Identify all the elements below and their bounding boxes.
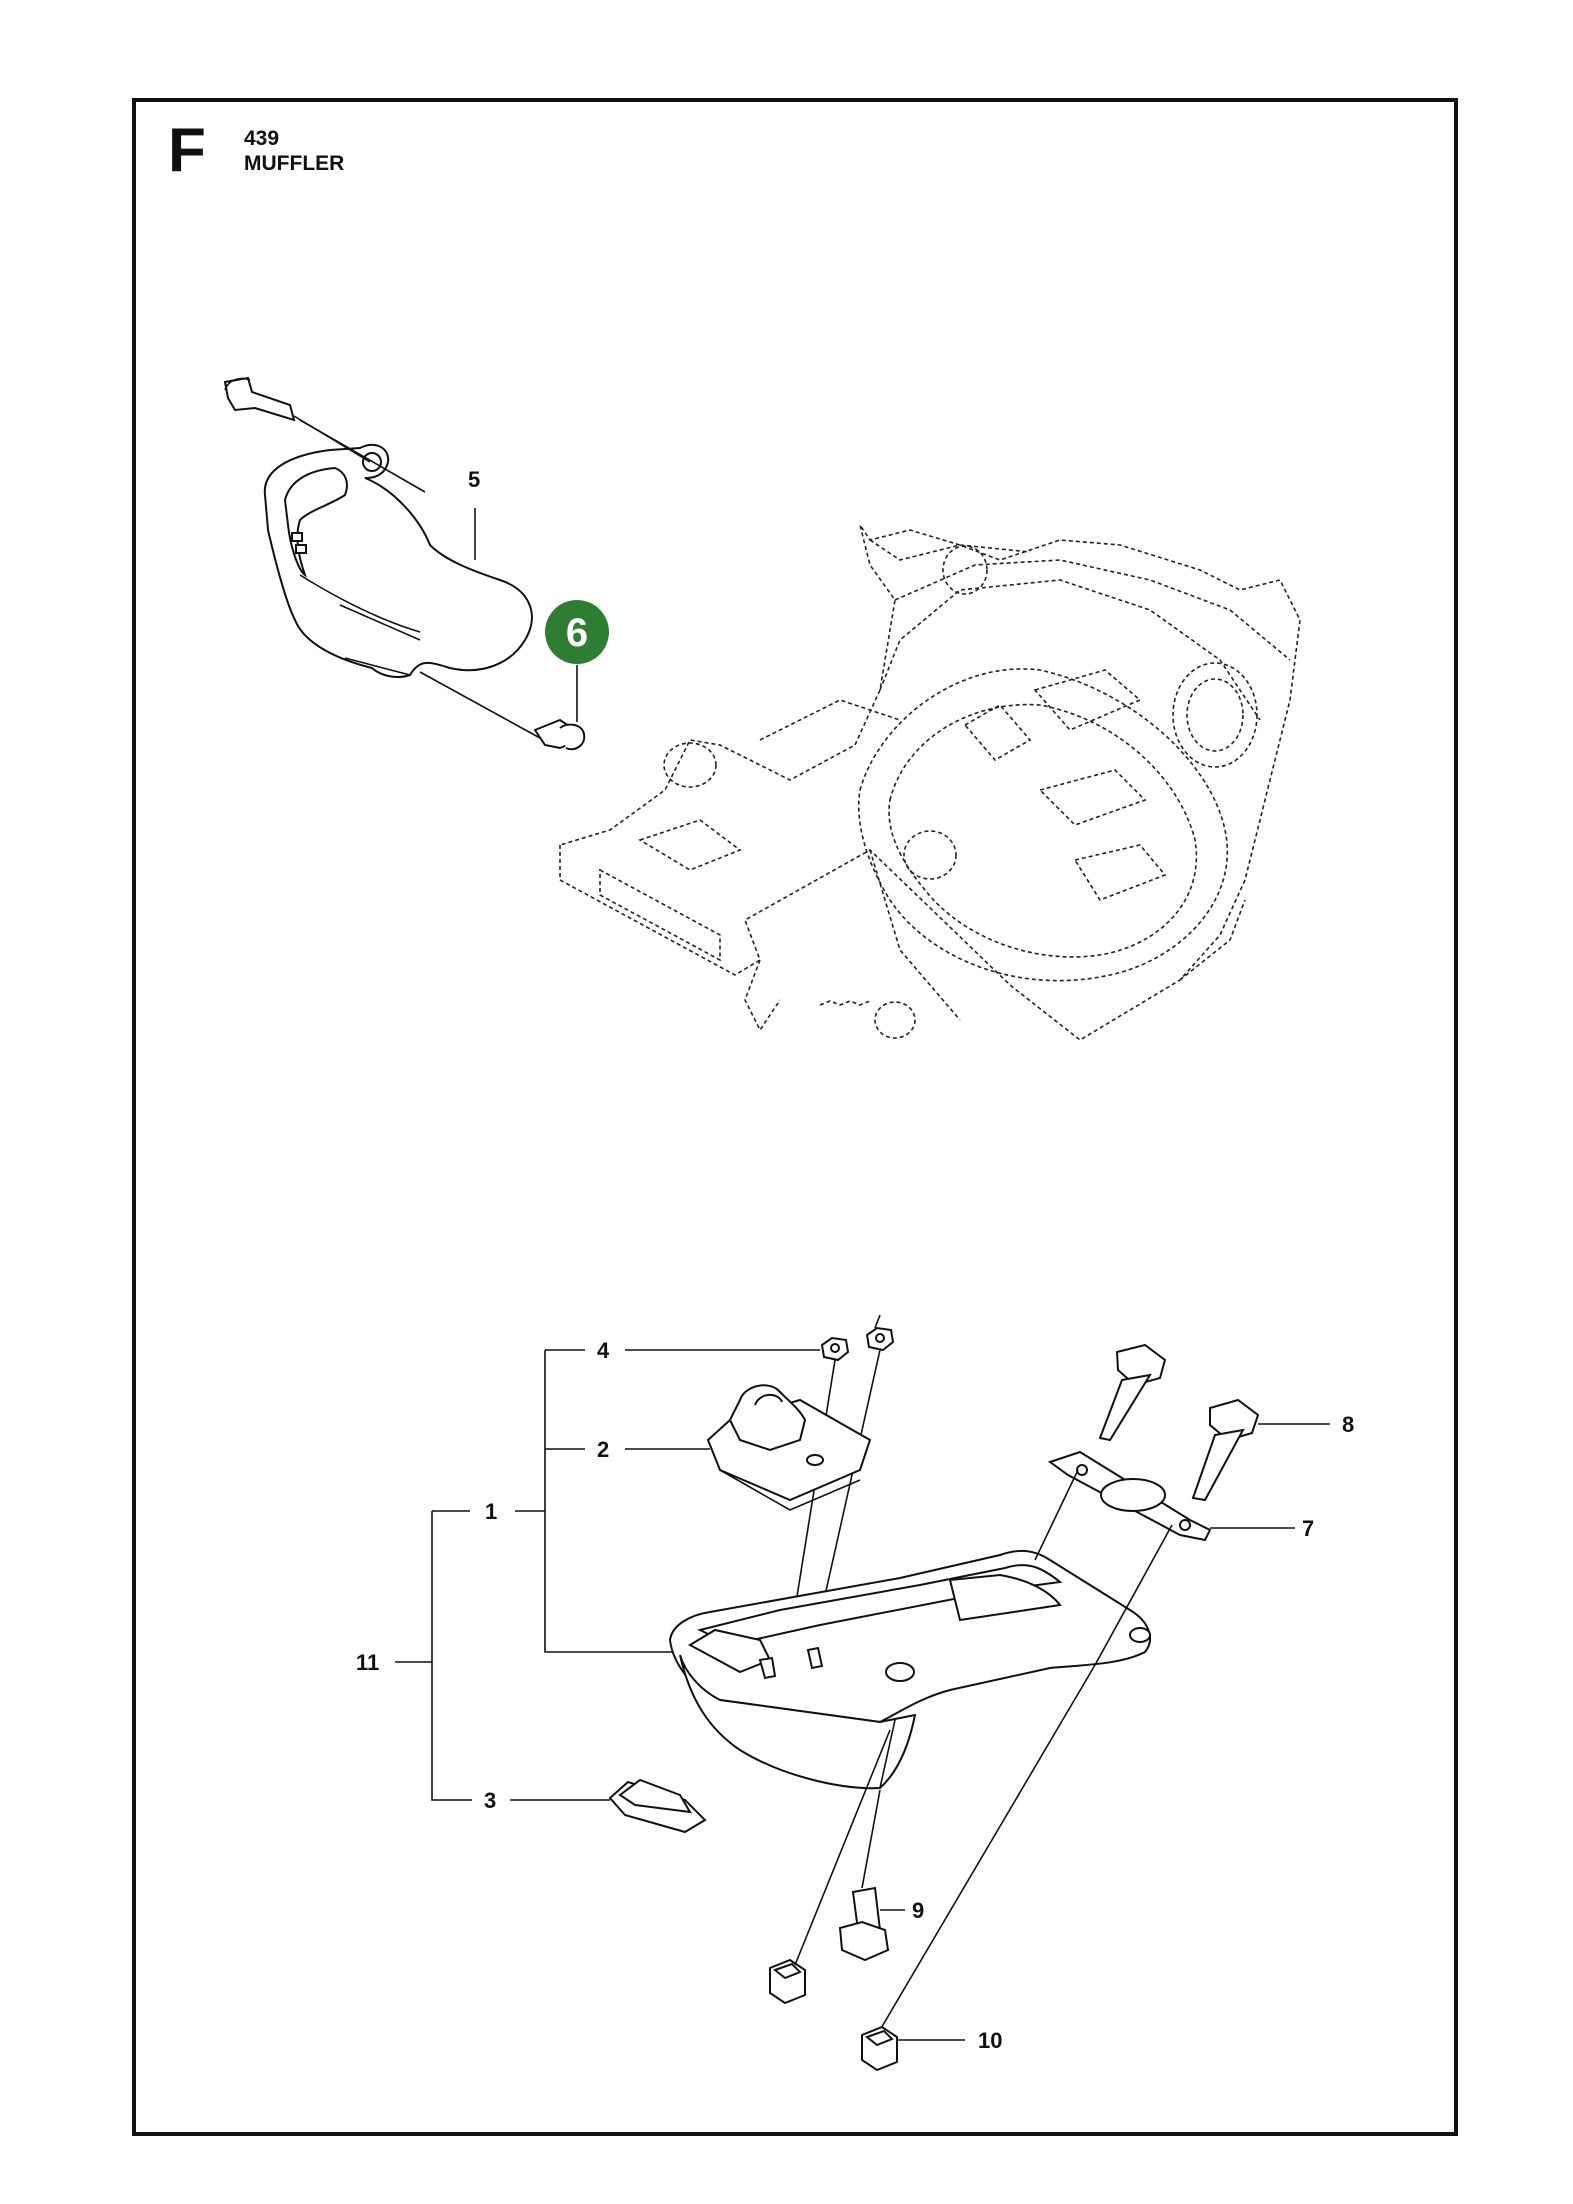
part-8-bolts [879,1343,1330,2031]
callout-9: 9 [912,1898,924,1923]
callout-6-highlight[interactable]: 6 [545,600,609,664]
callout-8: 8 [1342,1412,1354,1437]
assembly-brackets [395,1349,820,1801]
callout-10: 10 [978,2028,1002,2053]
muffler-body [668,1549,1151,1790]
crankcase-housing [559,524,1301,1041]
callout-7: 7 [1302,1516,1314,1541]
callout-3: 3 [484,1788,496,1813]
callout-6: 6 [566,611,588,655]
diagram-frame [132,98,1458,2136]
callout-11: 11 [356,1650,379,1675]
part-9-bolt [838,1789,905,1962]
part-10-sleeves [769,1729,965,2072]
callout-2: 2 [597,1437,609,1462]
part-7-gasket [1047,1450,1295,1542]
callout-1: 1 [485,1499,497,1524]
diagram-title: MUFFLER [244,152,345,175]
highlight-circle [545,600,609,664]
part-5-heat-shield [263,443,533,678]
part-6-screw [344,657,586,751]
leader-5b [339,604,421,641]
leader-bolt [299,419,426,493]
section-letter: F [168,116,206,185]
upper-bolt [223,376,371,463]
part-2-deflector [706,1384,872,1511]
model-number: 439 [244,127,280,150]
part-3-pad [608,1778,707,1834]
callout-5: 5 [468,467,480,492]
callout-4: 4 [597,1338,610,1363]
